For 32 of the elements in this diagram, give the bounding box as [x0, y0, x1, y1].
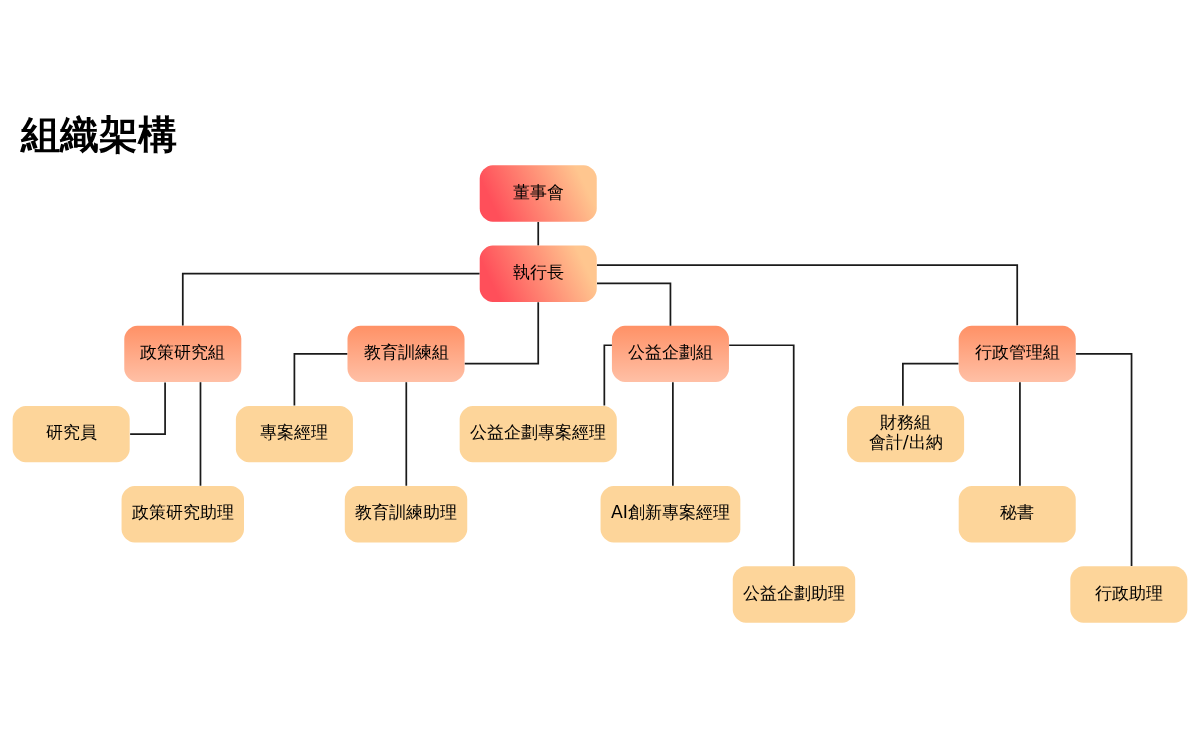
node-box: 公益企劃組	[611, 325, 729, 382]
connector	[129, 381, 166, 435]
node-box: 研究員	[12, 405, 130, 462]
connector	[293, 352, 349, 406]
node-box: 董事會	[479, 164, 597, 222]
node-box: 政策研究組	[124, 325, 242, 382]
node-box: 教育訓練助理	[344, 485, 468, 542]
connector	[596, 282, 672, 327]
node-box: 政策研究助理	[121, 485, 244, 542]
node-box: AI創新專案經理	[600, 485, 741, 542]
node-box: 公益企劃專案經理	[459, 405, 617, 462]
connector	[1019, 380, 1021, 487]
connector	[596, 263, 1019, 326]
connector	[199, 380, 202, 487]
connector	[902, 362, 960, 407]
connector	[603, 343, 613, 406]
node-box: 專案經理	[235, 405, 353, 462]
connector	[1075, 352, 1133, 567]
node-box: 教育訓練組	[347, 325, 465, 382]
node-box: 公益企劃助理	[732, 565, 856, 623]
diagram-title: 組織架構	[21, 111, 178, 157]
connector	[537, 220, 540, 246]
node-box: 財務組 會計/出納	[847, 405, 965, 462]
connector	[181, 272, 481, 326]
node-box: 行政管理組	[958, 325, 1076, 382]
connector	[728, 343, 795, 567]
connector	[405, 380, 408, 487]
node-box: 行政助理	[1070, 565, 1188, 623]
node-box: 秘書	[958, 485, 1076, 542]
connector	[463, 300, 540, 365]
node-box: 執行長	[479, 245, 597, 302]
connector	[672, 380, 674, 487]
